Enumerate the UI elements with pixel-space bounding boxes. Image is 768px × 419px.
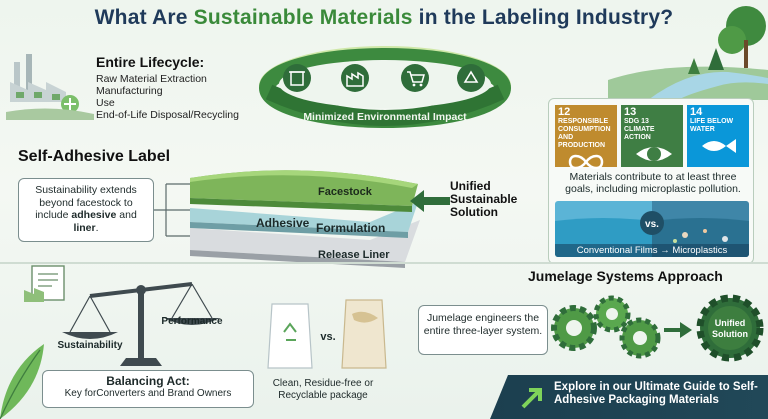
gears-system: Unified Solution (551, 294, 764, 362)
unified-gear-label-line2: Solution (712, 329, 748, 339)
ocean-caption: Conventional Films → Microplastics (555, 244, 749, 257)
balance-scale: Sustainability Performance (24, 265, 223, 366)
fish-icon (702, 139, 736, 153)
section-title-self-adhesive: Self-Adhesive Label (18, 148, 171, 165)
lifecycle-list: Entire Lifecycle: Raw Material Extractio… (96, 54, 266, 121)
package-caption: Clean, Residue-free or Recyclable packag… (272, 378, 374, 401)
sdg-tile-12: 12 RESPONSIBLE CONSUMPTION AND PRODUCTIO… (555, 105, 617, 170)
lifecycle-heading: Entire Lifecycle: (96, 54, 205, 70)
label-layer-stack: Facestock Adhesive Formulation Release L… (190, 170, 420, 268)
sdg-tile-14: 14 LIFE BELOW WATER (687, 105, 749, 167)
infinity-icon (568, 154, 604, 170)
gear-icon (619, 317, 661, 359)
arrow-right-icon (664, 322, 692, 338)
document-icon (24, 265, 65, 302)
explore-text: Explore in our Ultimate Guide to Self-Ad… (554, 381, 758, 406)
factory-icon (341, 64, 369, 92)
lifecycle-ring: Minimized Environmental Impact (259, 46, 511, 128)
residue-pouch-icon (341, 299, 387, 369)
package-comparison: vs. (267, 299, 387, 369)
sdg-tile-13: 13 SDG 13 CLIMATE ACTION (621, 105, 683, 167)
forest-illustration-icon (608, 6, 768, 100)
eye-globe-icon (636, 147, 672, 161)
balancing-title: Balancing Act: (106, 374, 190, 388)
section-title-jumelage: Jumelage Systems Approach (528, 268, 723, 284)
arrow-left-icon (410, 190, 450, 212)
layer-label-release-liner: Release Liner (318, 249, 390, 261)
layer-label-adhesive: Adhesive (256, 216, 310, 230)
recycle-icon (457, 64, 485, 92)
recycle-bin-icon (283, 64, 311, 92)
lifecycle-item: Use (96, 97, 115, 109)
lifecycle-item: Raw Material Extraction (96, 73, 207, 85)
jumelage-explainer: Jumelage engineers the entire three-laye… (418, 305, 548, 355)
leaf-icon (0, 344, 44, 419)
recyclable-pouch-icon (267, 303, 313, 369)
sustainability-explainer: Sustainability extends beyond facestock … (18, 178, 154, 242)
ocean-comparison: vs. Conventional Films → Microplastics (555, 201, 749, 257)
comparison-vs: vs. (645, 219, 659, 230)
unified-gear-label-line1: Unified (715, 318, 746, 328)
bracket-connector (154, 183, 194, 237)
layer-label-facestock: Facestock (318, 186, 373, 198)
section-divider (0, 262, 768, 264)
balance-right-label: Performance (161, 316, 223, 327)
sdg-panel: 12 RESPONSIBLE CONSUMPTION AND PRODUCTIO… (548, 98, 754, 264)
layer-label-formulation: Formulation (316, 221, 385, 235)
title-accent: Sustainable Materials (193, 6, 413, 29)
page-title: What Are Sustainable Materials in the La… (94, 6, 674, 29)
factory-illustration-icon (6, 54, 94, 120)
gear-icon (593, 295, 631, 333)
lifecycle-item: End-of-Life Disposal/Recycling (96, 109, 239, 121)
gear-icon (551, 305, 597, 351)
lifecycle-item: Manufacturing (96, 85, 163, 97)
package-vs: vs. (320, 331, 335, 343)
arrow-up-right-icon (521, 388, 542, 409)
balancing-subtitle: Key forConverters and Brand Owners (64, 388, 232, 399)
sdg-caption: Materials contribute to at least three g… (565, 171, 741, 195)
ring-label: Minimized Environmental Impact (303, 111, 467, 123)
unified-gear-icon (696, 294, 764, 362)
unified-solution-label: Unified Sustainable Solution (450, 179, 518, 219)
balance-left-label: Sustainability (57, 340, 122, 351)
explore-guide-link[interactable]: Explore in our Ultimate Guide to Self-Ad… (490, 375, 768, 419)
balancing-act-box: Balancing Act: Key forConverters and Bra… (42, 370, 254, 408)
shopping-cart-icon (401, 64, 429, 92)
